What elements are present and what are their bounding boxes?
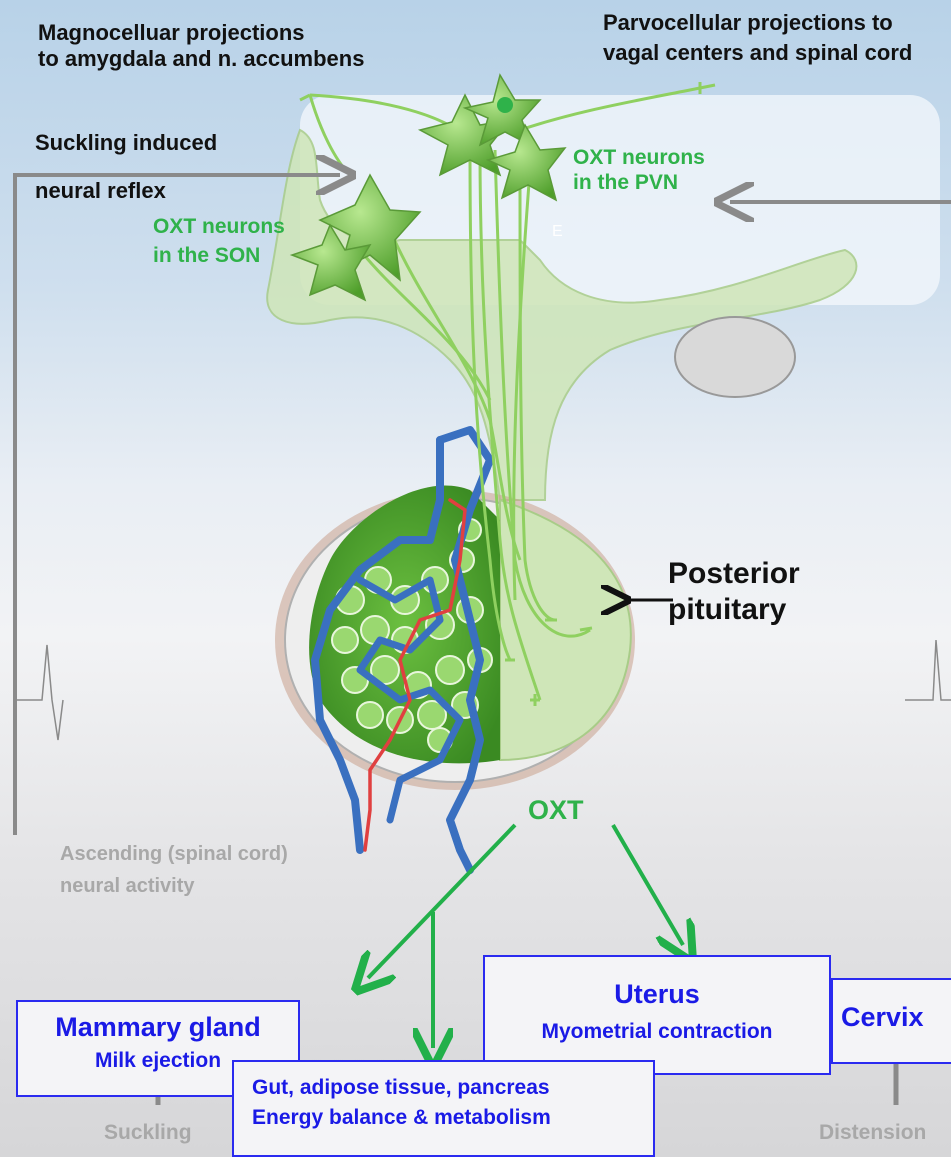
son-label: OXT neurons in the SON <box>153 214 285 268</box>
posterior-lobe <box>500 500 631 760</box>
posterior-pituitary-line2: pituitary <box>668 592 800 628</box>
optic-chiasm <box>675 317 795 397</box>
oxt-label: OXT <box>528 794 584 826</box>
magnocellular-label-line1: Magnocelluar projections <box>38 20 364 46</box>
parvocellular-label: Parvocellular projections to vagal cente… <box>603 10 912 67</box>
stray-letter: E <box>552 222 563 241</box>
ascending-activity-label: Ascending (spinal cord) neural activity <box>60 842 288 898</box>
suckling-reflex-line1: Suckling induced <box>35 130 217 156</box>
distension-label: Distension <box>819 1120 926 1145</box>
son-label-line2: in the SON <box>153 243 285 268</box>
magnocellular-label: Magnocelluar projections to amygdala and… <box>38 20 364 73</box>
son-label-line1: OXT neurons <box>153 214 285 239</box>
posterior-pituitary-label: Posterior pituitary <box>668 556 800 628</box>
oxt-arrow-uterus <box>613 825 683 945</box>
magnocellular-label-line2: to amygdala and n. accumbens <box>38 46 364 72</box>
posterior-pituitary-line1: Posterior <box>668 556 800 592</box>
uterus-box: Uterus Myometrial contraction <box>483 955 831 1075</box>
suckling-reflex-line2: neural reflex <box>35 178 217 204</box>
myometrial-contraction-text: Myometrial contraction <box>485 1020 829 1044</box>
suckling-label: Suckling <box>104 1120 192 1145</box>
energy-balance-text: Energy balance & metabolism <box>252 1106 653 1130</box>
suckling-reflex-label: Suckling induced neural reflex <box>35 130 217 205</box>
pvn-label-line1: OXT neurons <box>573 145 705 170</box>
ascending-activity-line1: Ascending (spinal cord) <box>60 842 288 866</box>
neural-activity-trace-left <box>16 645 63 740</box>
cervix-box: Cervix <box>831 978 951 1064</box>
pvn-label-line2: in the PVN <box>573 170 705 195</box>
ascending-activity-line2: neural activity <box>60 874 288 898</box>
parvocellular-label-line2: vagal centers and spinal cord <box>603 40 912 66</box>
neural-activity-trace-right <box>905 640 951 700</box>
gut-metabolism-box: Gut, adipose tissue, pancreas Energy bal… <box>232 1060 655 1157</box>
parvocellular-label-line1: Parvocellular projections to <box>603 10 912 36</box>
cervix-title: Cervix <box>841 1002 951 1033</box>
uterus-title: Uterus <box>485 979 829 1010</box>
gut-tissues-text: Gut, adipose tissue, pancreas <box>252 1076 653 1100</box>
pvn-label: OXT neurons in the PVN <box>573 145 705 195</box>
pvn-neuron-nucleus <box>497 97 513 113</box>
mammary-gland-title: Mammary gland <box>18 1012 298 1043</box>
